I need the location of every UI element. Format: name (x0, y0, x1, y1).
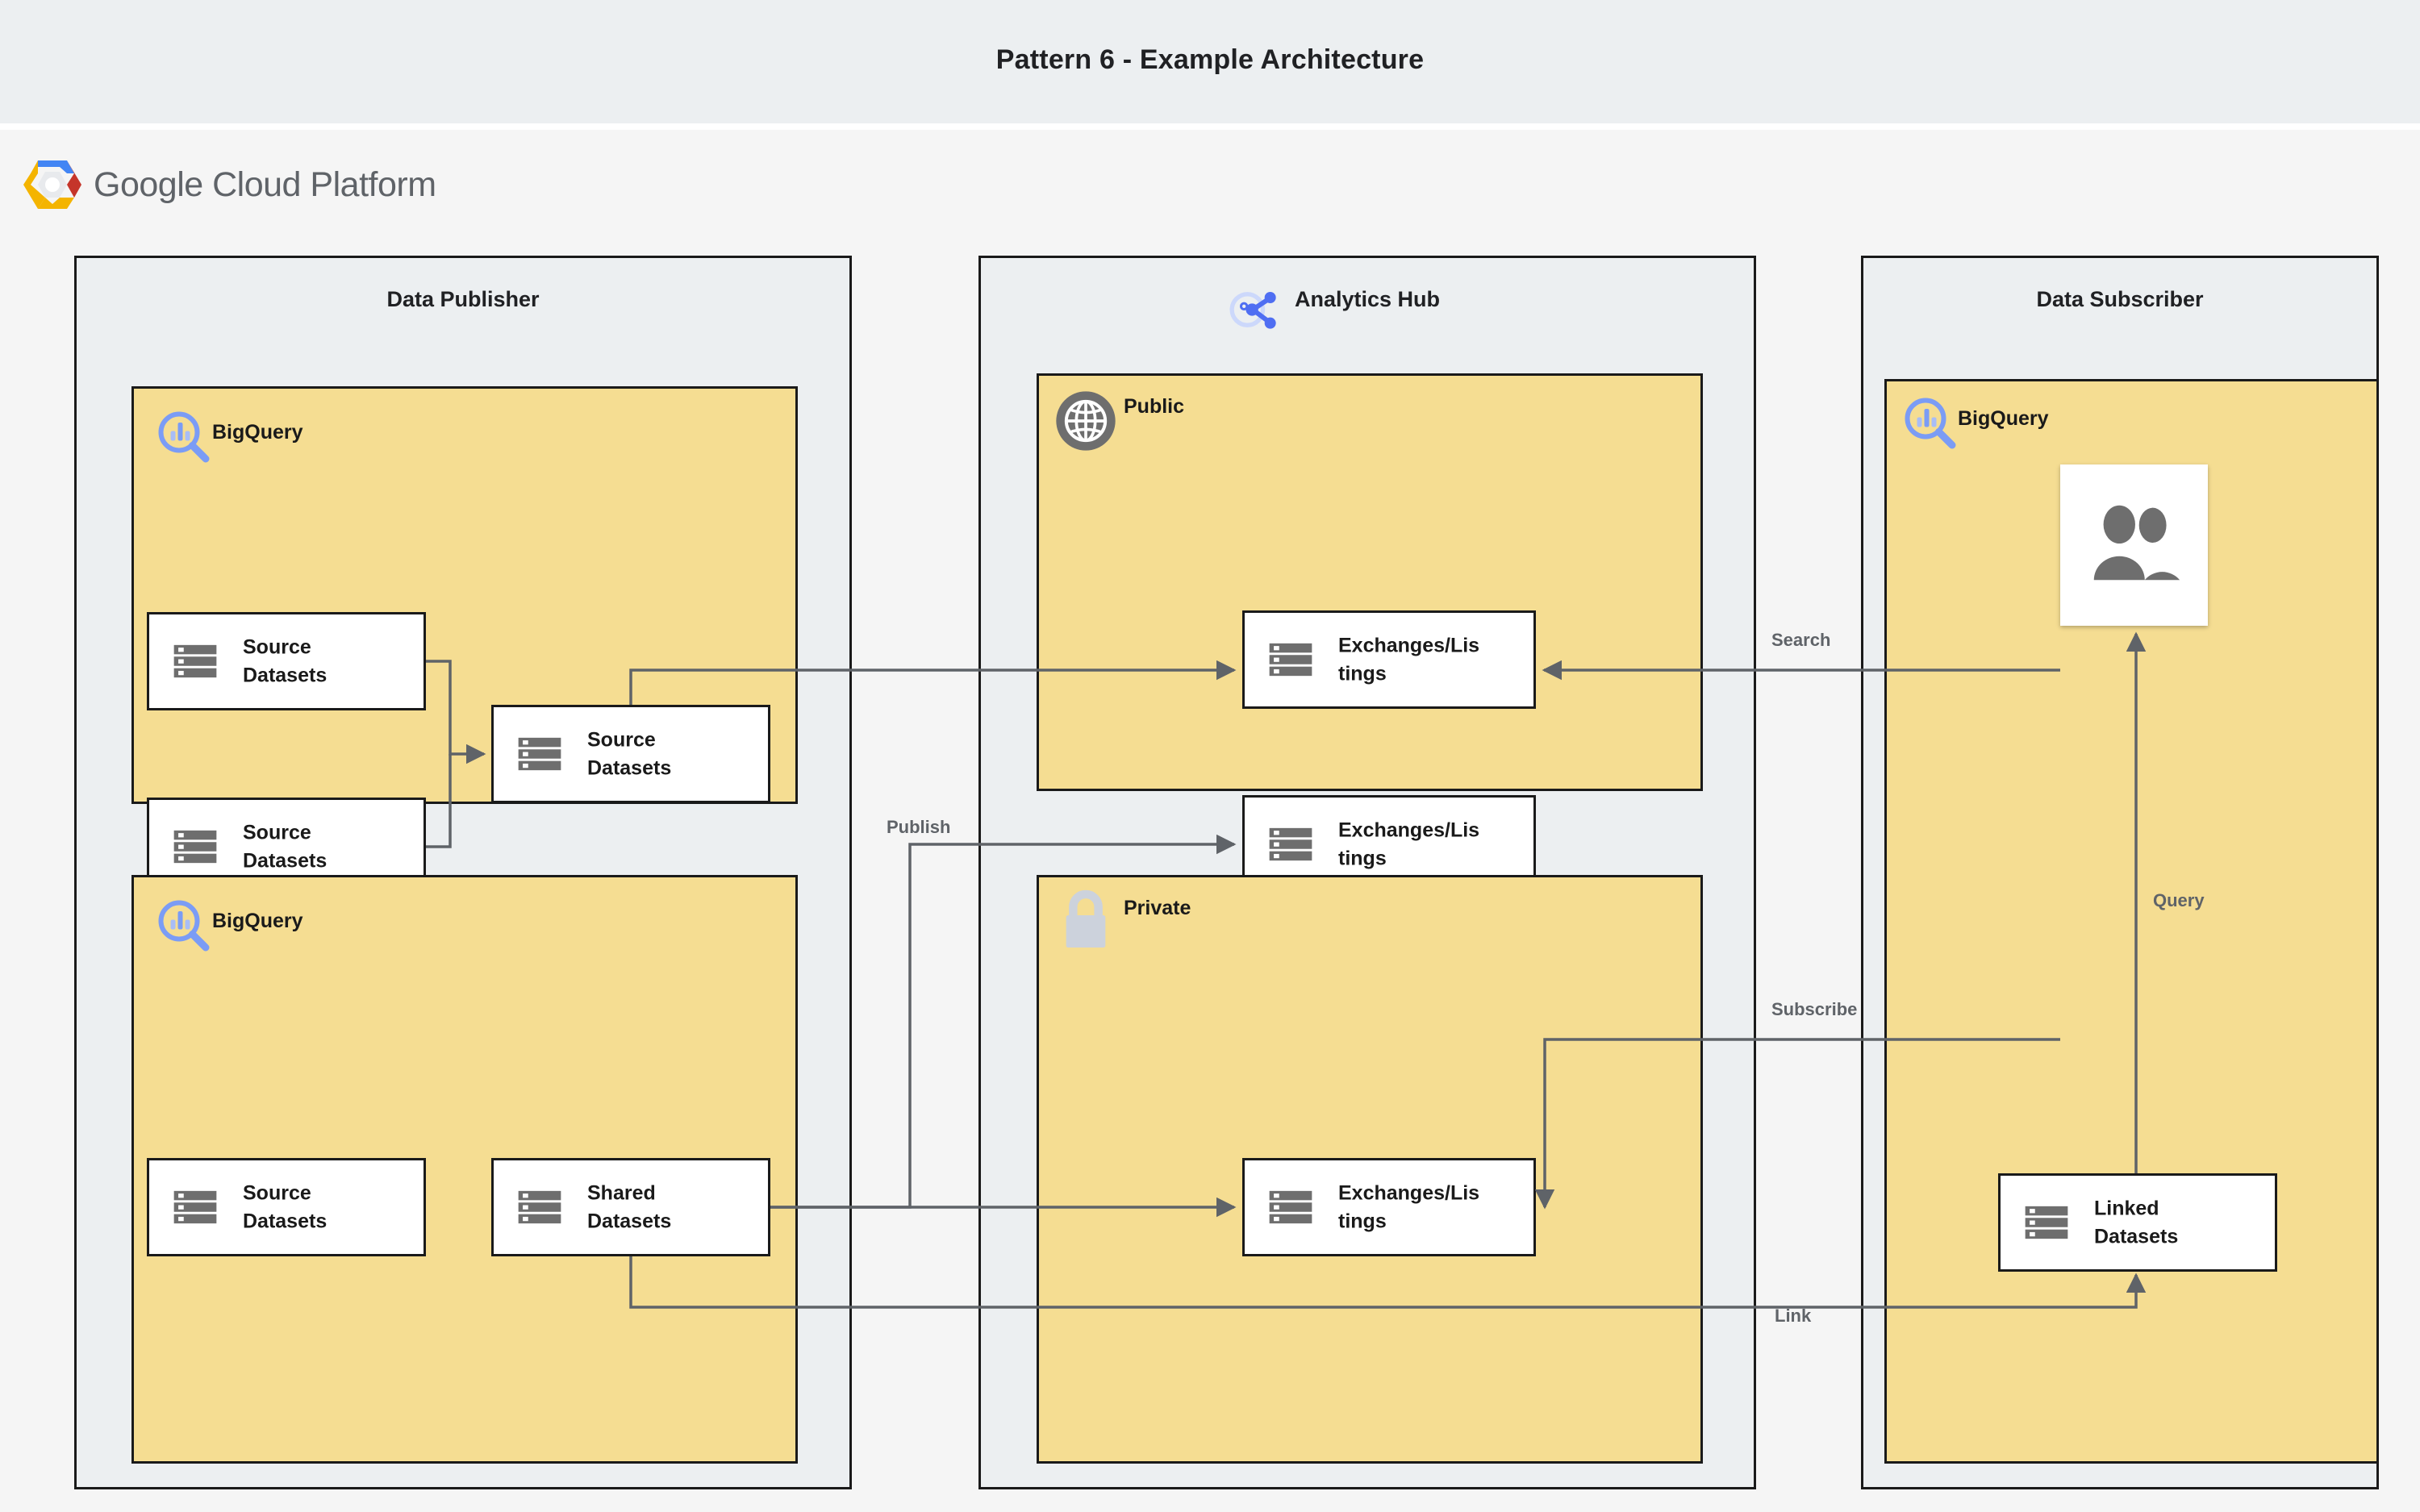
dataset-icon (173, 644, 217, 678)
edge-label-subscribe: Subscribe (1771, 999, 1858, 1019)
bigquery-icon (158, 411, 210, 463)
node-line1: Exchanges/Lis (1338, 1181, 1480, 1205)
group-title-data-subscriber: Data Subscriber (2036, 287, 2204, 311)
node-line1: Exchanges/Lis (1338, 634, 1480, 657)
node-text-private-listing: Exchanges/Lis tings (1338, 1180, 1525, 1235)
node-publisher-source-merged[interactable]: Source Datasets (491, 705, 770, 803)
dataset-icon (1269, 1190, 1312, 1224)
node-text-public-listing-1: Exchanges/Lis tings (1338, 632, 1525, 688)
dataset-icon (173, 830, 217, 864)
node-text-publisher-source-2: Source Datasets (243, 819, 415, 875)
node-subscriber-users[interactable] (2060, 464, 2208, 626)
bigquery-icon (1905, 398, 1956, 449)
analytics-hub-share-icon (1229, 292, 1276, 329)
wire-subscribe-to-private-listing (1534, 1038, 2060, 1210)
node-text-public-listing-2: Exchanges/Lis tings (1338, 817, 1525, 873)
service-label-hub-public: Public (1124, 395, 1185, 418)
node-text-publisher-shared: Shared Datasets (587, 1180, 760, 1235)
node-line1: Source (587, 728, 656, 752)
wire-source1-to-merged (426, 660, 486, 764)
node-line2: Datasets (243, 1210, 328, 1232)
node-line2: Datasets (243, 664, 328, 686)
node-line1: Shared (587, 1181, 656, 1205)
node-line1: Source (243, 821, 311, 844)
dataset-icon (518, 1190, 561, 1224)
gcp-wordmark-cloud-platform: Cloud Platform (202, 165, 436, 204)
node-line1: Exchanges/Lis (1338, 818, 1480, 842)
edge-label-link: Link (1775, 1306, 1812, 1326)
lock-icon (1066, 889, 1106, 948)
node-publisher-source-bottom[interactable]: Source Datasets (147, 1158, 426, 1256)
users-icon (2093, 505, 2180, 581)
wire-publish-to-public-listing-1 (629, 660, 1237, 705)
gcp-hexagon-icon (23, 160, 81, 209)
node-line2: Datasets (587, 1210, 672, 1232)
page-title: Pattern 6 - Example Architecture (995, 44, 1425, 75)
dataset-icon (2025, 1206, 2068, 1239)
title-band (0, 0, 2420, 123)
node-private-listing[interactable]: Exchanges/Lis tings (1242, 1158, 1536, 1256)
node-publisher-shared[interactable]: Shared Datasets (491, 1158, 770, 1256)
node-line2: tings (1338, 1210, 1387, 1232)
service-hub-public[interactable]: Public (1037, 373, 1703, 791)
node-text-publisher-source-1: Source Datasets (243, 634, 415, 689)
node-line2: tings (1338, 662, 1387, 685)
diagram-canvas: Google Cloud Platform Data Publisher Big… (0, 130, 2420, 1512)
service-label-subscriber-bigquery: BigQuery (1958, 407, 2049, 430)
globe-icon (1056, 391, 1116, 451)
node-line1: Linked (2094, 1197, 2159, 1220)
node-line2: Datasets (243, 849, 328, 872)
node-line2: Datasets (2094, 1225, 2179, 1248)
connector-layer (426, 631, 2147, 1309)
bigquery-icon (158, 900, 210, 952)
service-label-publisher-bigquery-bottom: BigQuery (212, 910, 303, 932)
node-line1: Source (243, 635, 311, 659)
node-public-listing-1[interactable]: Exchanges/Lis tings (1242, 610, 1536, 709)
dataset-icon (173, 1190, 217, 1224)
gcp-wordmark: Google Cloud Platform (94, 165, 436, 205)
service-label-publisher-bigquery-top: BigQuery (212, 421, 303, 444)
service-label-hub-private: Private (1124, 897, 1191, 919)
edge-label-publish: Publish (887, 817, 951, 837)
group-title-data-publisher: Data Publisher (386, 287, 540, 311)
dataset-icon (1269, 827, 1312, 861)
dataset-icon (1269, 643, 1312, 677)
node-subscriber-linked[interactable]: Linked Datasets (1998, 1173, 2277, 1272)
node-text-publisher-source-merged: Source Datasets (587, 727, 760, 782)
edge-label-query: Query (2153, 890, 2205, 910)
edge-label-search: Search (1771, 630, 1831, 650)
node-text-publisher-source-bottom: Source Datasets (243, 1180, 415, 1235)
node-line1: Source (243, 1181, 311, 1205)
wire-link-to-linked-datasets (629, 1256, 2147, 1309)
node-line2: Datasets (587, 756, 672, 779)
group-title-analytics-hub: Analytics Hub (1294, 287, 1441, 311)
wire-source2-to-merged (426, 754, 452, 848)
google-cloud-platform-logo: Google Cloud Platform (23, 156, 474, 225)
node-publisher-source-1[interactable]: Source Datasets (147, 612, 426, 710)
wire-publish-to-public-listing-2 (770, 834, 1237, 1209)
node-text-subscriber-linked: Linked Datasets (2094, 1195, 2267, 1251)
dataset-icon (518, 737, 561, 771)
gcp-wordmark-google: Google (94, 165, 203, 204)
node-line2: tings (1338, 847, 1387, 869)
